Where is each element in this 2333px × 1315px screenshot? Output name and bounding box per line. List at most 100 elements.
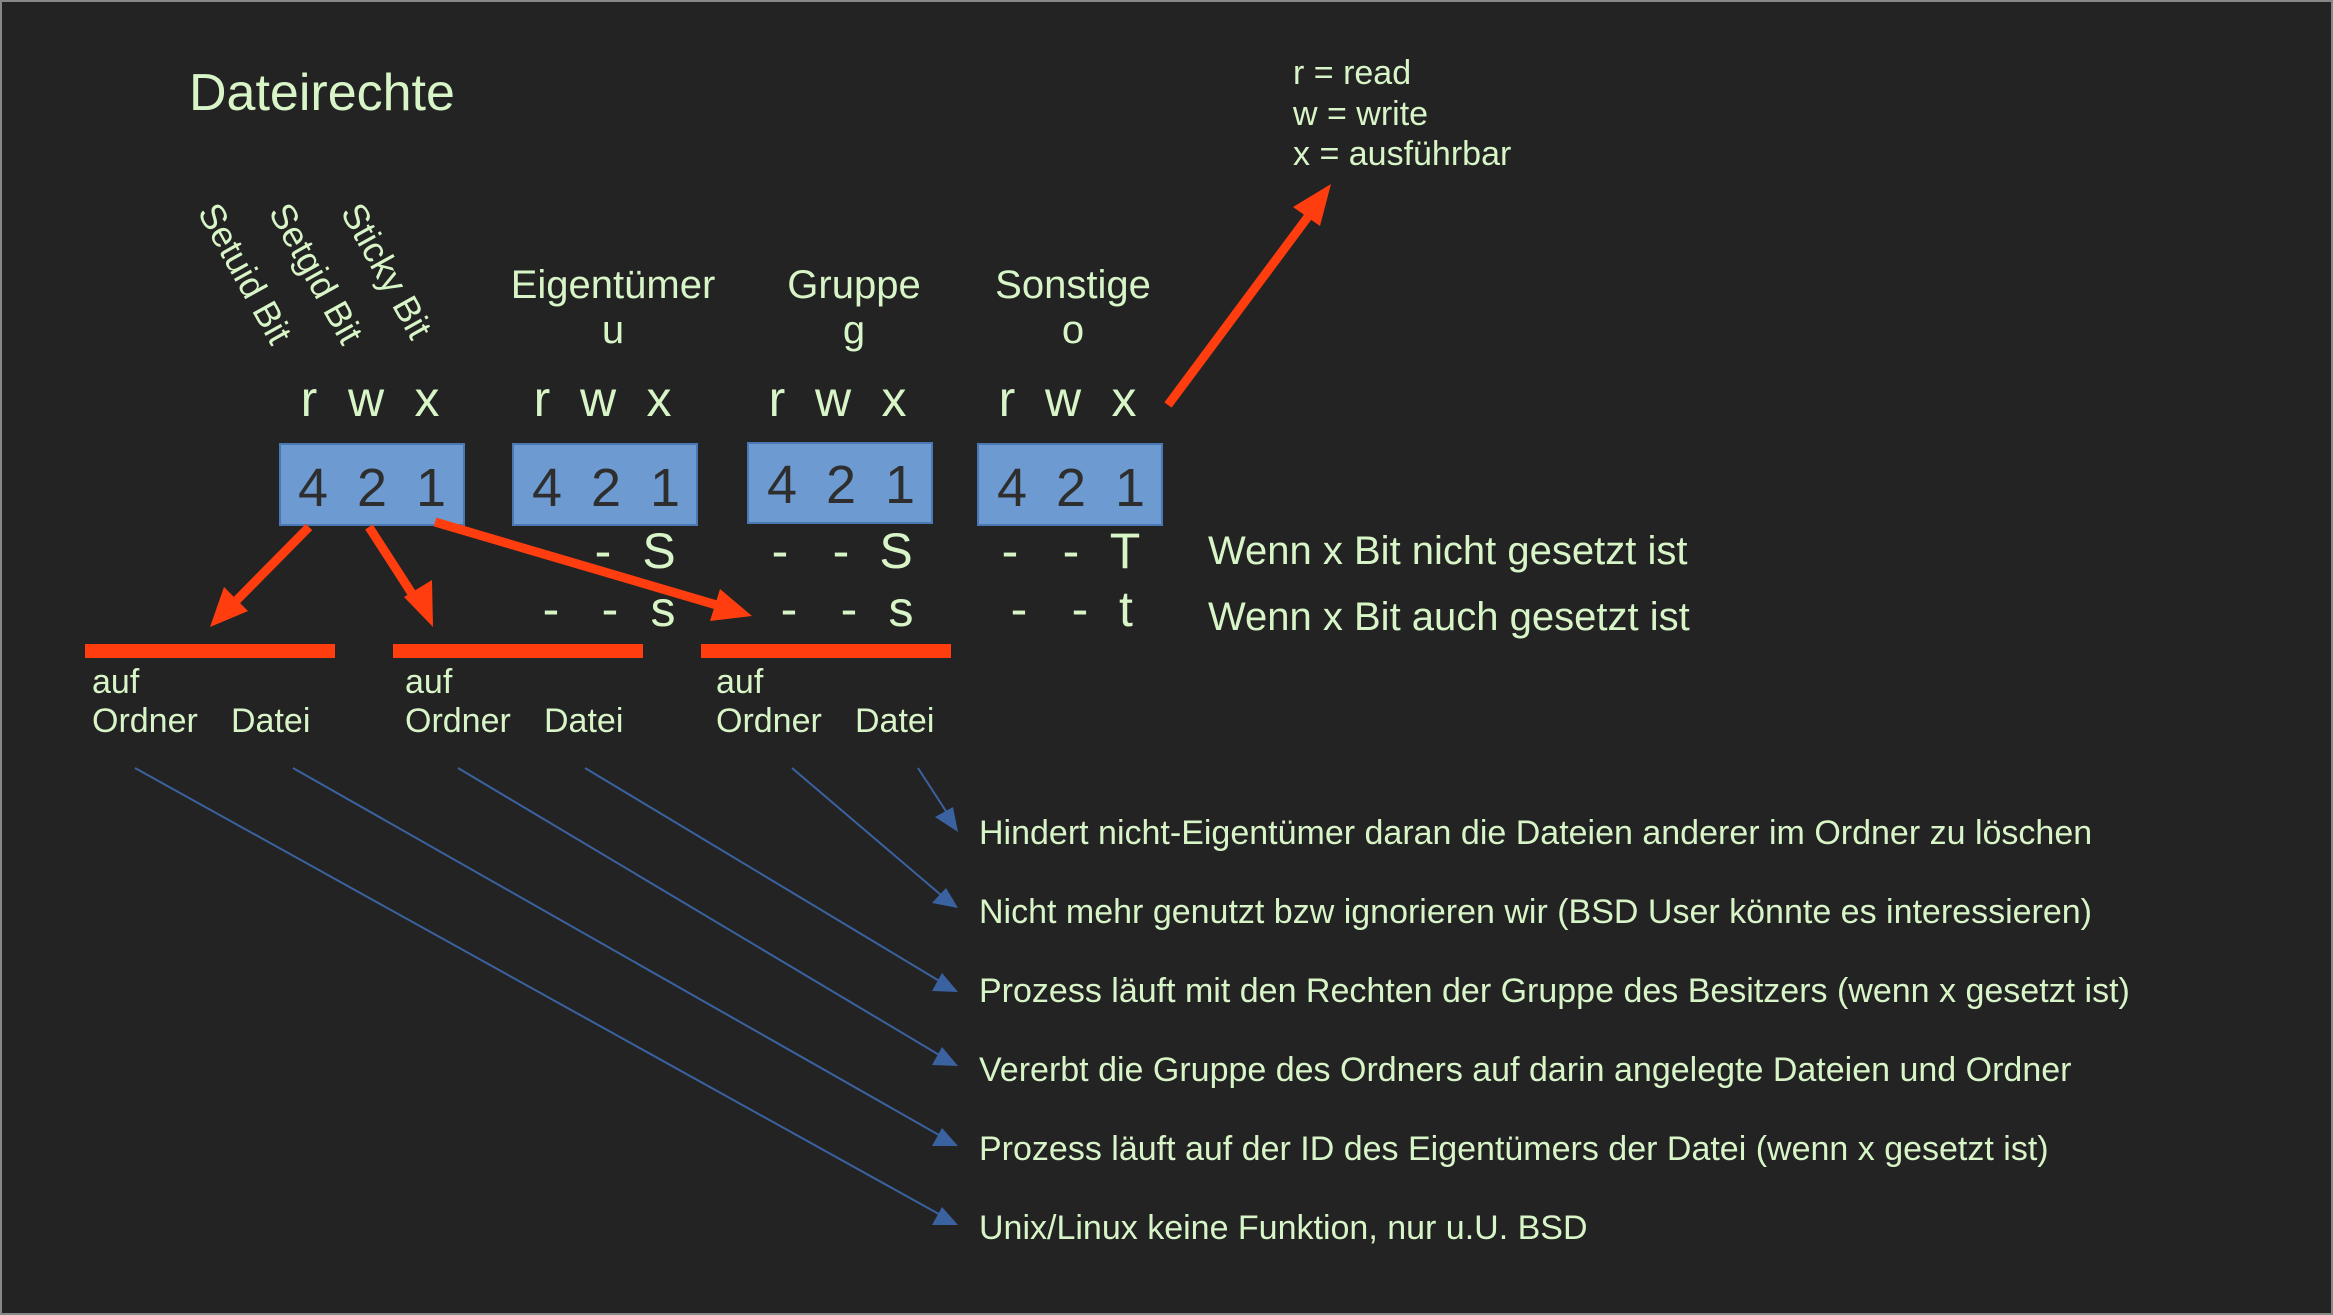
state-symbol: - — [841, 581, 858, 637]
state-symbol: - — [595, 523, 612, 579]
state-label-set: Wenn x Bit auch gesetzt ist — [1208, 595, 1690, 639]
red-arrows — [210, 184, 1331, 627]
state-symbol: - — [781, 581, 798, 637]
target-bars — [85, 644, 951, 658]
target-file-label: Datei — [544, 702, 623, 740]
state-label-not-set: Wenn x Bit nicht gesetzt ist — [1208, 529, 1687, 573]
target-top-label: auf — [716, 663, 764, 701]
perm-letter-x: x — [647, 371, 672, 427]
description-setgid-file: Prozess läuft mit den Rechten der Gruppe… — [979, 972, 2130, 1010]
target-bar — [393, 644, 643, 658]
perm-letter-x: x — [415, 371, 440, 427]
value-box-owner: 4 2 1 — [512, 443, 698, 526]
target-file-label: Datei — [855, 702, 934, 740]
value-2: 2 — [826, 455, 856, 515]
value-box-special: 4 2 1 — [279, 443, 465, 526]
description-sticky-file: Nicht mehr genutzt bzw ignorieren wir (B… — [979, 893, 2092, 931]
state-symbol: - — [543, 581, 560, 637]
state-symbol: s — [889, 581, 914, 637]
blue-connectors — [134, 767, 958, 1225]
state-symbol: - — [1063, 523, 1080, 579]
connector-arrowhead — [932, 973, 958, 992]
red-arrow-sticky — [433, 517, 722, 611]
target-top-label: auf — [92, 663, 140, 701]
descriptions: Hindert nicht-Eigentümer daran die Datei… — [979, 814, 2130, 1247]
red-arrow-head — [404, 580, 433, 627]
special-bit-labels: Setuid Bit Setgid Bit Sticky Bit — [190, 196, 441, 351]
state-symbol: S — [642, 523, 675, 579]
target-bar — [701, 644, 951, 658]
state-symbol: t — [1119, 581, 1133, 637]
state-symbol: - — [772, 523, 789, 579]
legend: r = read w = write x = ausführbar — [1292, 54, 1511, 173]
value-1: 1 — [416, 458, 446, 518]
value-1: 1 — [650, 458, 680, 518]
perm-letters-others: r w x — [999, 371, 1137, 427]
perm-letters-group: r w x — [769, 371, 907, 427]
value-1: 1 — [1115, 458, 1145, 518]
legend-execute: x = ausführbar — [1293, 135, 1511, 173]
value-box-group: 4 2 1 — [747, 442, 933, 524]
state-row-not-set: - - S - - S - - T Wenn x Bit nicht geset… — [534, 523, 1688, 579]
state-symbol: - — [1072, 581, 1089, 637]
red-arrow-head — [210, 587, 248, 627]
connector-arrowhead — [932, 1047, 958, 1066]
connector-arrowhead — [932, 1128, 958, 1146]
description-setgid-folder: Vererbt die Gruppe des Ordners auf darin… — [979, 1051, 2071, 1089]
value-box — [977, 443, 1163, 526]
state-symbol: - — [1002, 523, 1019, 579]
connector-arrowhead — [932, 888, 958, 908]
state-symbol: - — [1011, 581, 1028, 637]
perm-letter-x: x — [1112, 371, 1137, 427]
perm-letter-x: x — [882, 371, 907, 427]
perm-letter-w: w — [347, 371, 385, 427]
connector-setgid-file — [584, 767, 947, 986]
red-arrow-setuid — [228, 523, 313, 609]
target-labels-sticky: auf Ordner Datei — [716, 663, 934, 740]
header-group-short: g — [843, 308, 865, 352]
target-folder-label: Ordner — [405, 702, 511, 740]
connector-arrowhead — [932, 1207, 958, 1225]
header-others-short: o — [1062, 308, 1084, 352]
target-labels-setgid: auf Ordner Datei — [405, 663, 623, 740]
value-2: 2 — [591, 458, 621, 518]
value-4: 4 — [767, 455, 797, 515]
connector-sticky-folder — [791, 767, 949, 902]
group-headers: Eigentümer u Gruppe g Sonstige o — [511, 263, 1151, 352]
connector-arrowhead — [935, 807, 958, 832]
connector-setuid-folder — [134, 767, 947, 1219]
state-symbol: - — [833, 523, 850, 579]
value-box — [279, 443, 465, 526]
target-file-label: Datei — [231, 702, 310, 740]
perm-letter-w: w — [814, 371, 852, 427]
value-4: 4 — [997, 458, 1027, 518]
header-owner-short: u — [602, 308, 624, 352]
red-arrow-head — [1293, 184, 1331, 226]
red-arrow-setgid — [365, 524, 422, 606]
connector-setuid-file — [292, 767, 947, 1140]
perm-letters-special: r w x — [301, 371, 440, 427]
red-arrow-legend — [1164, 211, 1314, 408]
state-symbol: - — [602, 581, 619, 637]
value-1: 1 — [885, 455, 915, 515]
target-folder-label: Ordner — [716, 702, 822, 740]
perm-letter-r: r — [534, 371, 551, 427]
legend-read: r = read — [1293, 54, 1411, 92]
value-box — [747, 442, 933, 524]
diagram-title: Dateirechte — [189, 64, 455, 122]
perm-letter-r: r — [301, 371, 318, 427]
state-row-set: - - s - - s - - t Wenn x Bit auch gesetz… — [543, 581, 1690, 639]
legend-write: w = write — [1292, 95, 1428, 133]
value-box — [512, 443, 698, 526]
state-symbol: S — [879, 523, 912, 579]
description-sticky-folder: Hindert nicht-Eigentümer daran die Datei… — [979, 814, 2092, 852]
value-4: 4 — [532, 458, 562, 518]
perm-letters-owner: r w x — [534, 371, 672, 427]
red-arrow-head — [710, 589, 752, 621]
value-4: 4 — [298, 458, 328, 518]
value-2: 2 — [357, 458, 387, 518]
value-box-others: 4 2 1 — [977, 443, 1163, 526]
description-setuid-folder: Unix/Linux keine Funktion, nur u.U. BSD — [979, 1209, 1588, 1247]
target-bar — [85, 644, 335, 658]
